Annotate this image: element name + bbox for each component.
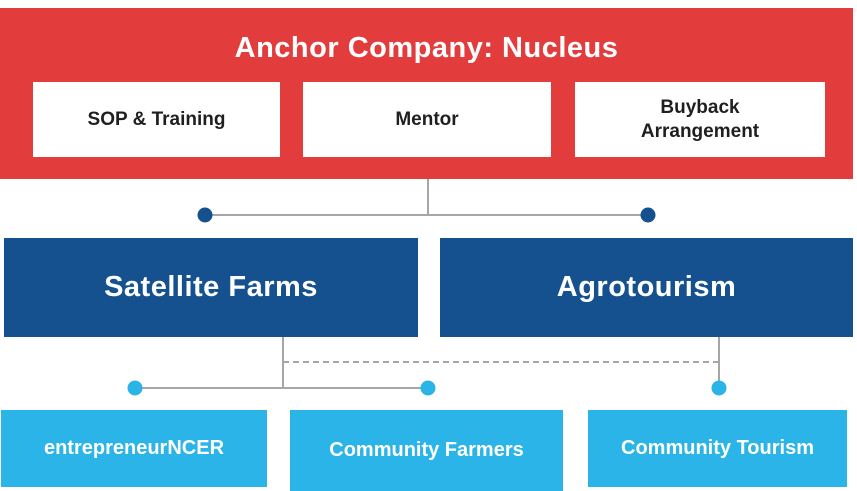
connector-dot-community-farmers bbox=[420, 380, 436, 396]
connector-level2-crossbar bbox=[205, 214, 648, 216]
connector-banner-stem bbox=[427, 179, 429, 215]
node-satellite-farms-label: Satellite Farms bbox=[104, 271, 318, 303]
node-mentor: Mentor bbox=[303, 82, 551, 157]
connector-agrotourism-stem bbox=[718, 337, 720, 388]
node-community-tourism-label: Community Tourism bbox=[621, 437, 814, 459]
anchor-company-banner: Anchor Company: Nucleus SOP & Training M… bbox=[0, 8, 853, 179]
node-community-farmers-label: Community Farmers bbox=[329, 439, 524, 461]
node-entrepreneurncer: entrepreneurNCER bbox=[1, 410, 267, 487]
node-community-farmers: Community Farmers bbox=[290, 410, 563, 491]
node-agrotourism: Agrotourism bbox=[440, 238, 853, 337]
connector-dashed-crossbar bbox=[283, 361, 719, 363]
node-community-tourism: Community Tourism bbox=[588, 410, 847, 487]
node-buyback-arrangement: Buyback Arrangement bbox=[575, 82, 825, 157]
connector-dot-satellite-farms bbox=[197, 207, 213, 223]
anchor-company-title: Anchor Company: Nucleus bbox=[234, 31, 619, 64]
connector-dot-community-tourism bbox=[711, 380, 727, 396]
node-mentor-label: Mentor bbox=[395, 108, 459, 130]
node-agrotourism-label: Agrotourism bbox=[556, 271, 737, 303]
node-sop-training-label: SOP & Training bbox=[87, 108, 226, 130]
connector-dot-entrepreneurncer bbox=[127, 380, 143, 396]
connector-dot-agrotourism bbox=[640, 207, 656, 223]
node-sop-training: SOP & Training bbox=[33, 82, 280, 157]
connector-level3-crossbar bbox=[135, 387, 428, 389]
node-buyback-arrangement-label: Buyback Arrangement bbox=[640, 96, 760, 142]
node-satellite-farms: Satellite Farms bbox=[4, 238, 418, 337]
node-entrepreneurncer-label: entrepreneurNCER bbox=[43, 437, 225, 459]
